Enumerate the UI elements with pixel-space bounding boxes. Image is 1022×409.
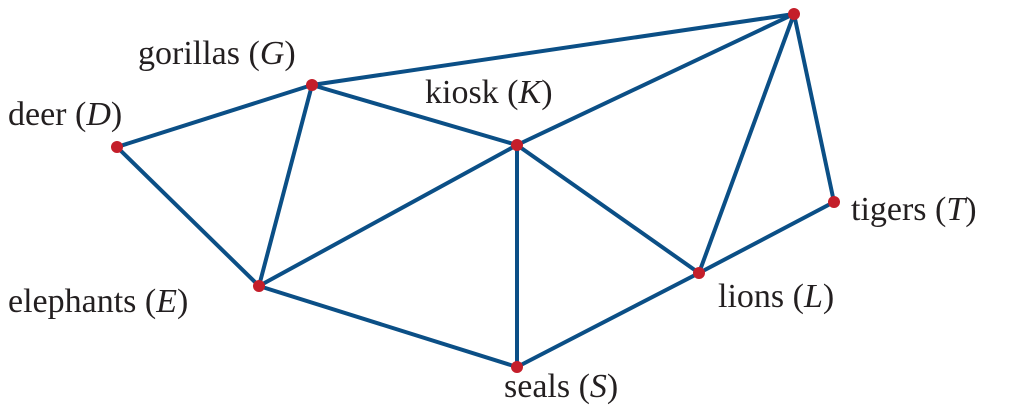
node-y (788, 8, 800, 20)
nodes-group (111, 8, 840, 373)
node-d (111, 141, 123, 153)
node-label-e: elephants (E) (8, 283, 188, 320)
edge-g-y (310, 12, 796, 87)
edge-k-l (515, 143, 701, 275)
edges-group (115, 12, 836, 369)
node-e (253, 280, 265, 292)
edge-g-e (257, 83, 314, 288)
edge-y-t (792, 12, 836, 204)
node-label-g: gorillas (G) (138, 35, 296, 72)
node-label-s: seals (S) (504, 368, 618, 405)
edge-k-e (257, 143, 519, 288)
edge-y-l (697, 12, 796, 275)
node-label-k: kiosk (K) (425, 74, 553, 111)
node-label-l: lions (L) (718, 278, 834, 315)
edge-g-k (310, 83, 519, 147)
node-t (828, 196, 840, 208)
node-label-d: deer (D) (8, 96, 122, 133)
edge-k-y (515, 12, 796, 147)
node-k (511, 139, 523, 151)
node-g (306, 79, 318, 91)
edge-e-s (257, 284, 519, 369)
edge-d-e (115, 145, 261, 288)
edge-t-l (697, 200, 836, 275)
node-l (693, 267, 705, 279)
edge-l-s (515, 271, 701, 369)
node-s (511, 361, 523, 373)
edge-d-g (115, 83, 314, 149)
node-label-t: tigers (T) (851, 191, 977, 228)
labels-group: gorillas (G) deer (D) kiosk (K) tigers (T) e… (8, 35, 977, 405)
